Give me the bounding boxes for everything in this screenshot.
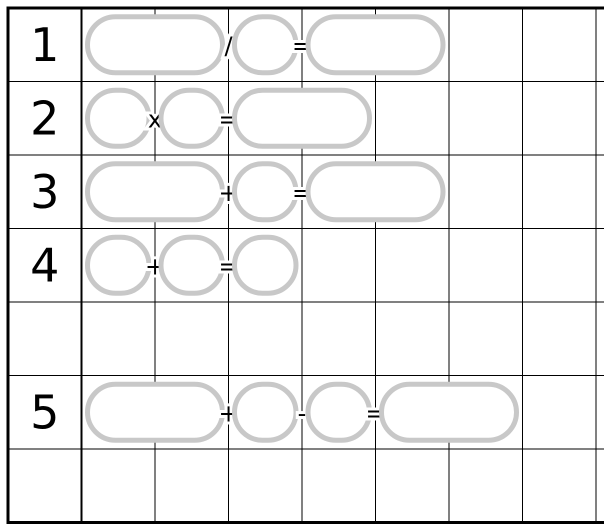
operator-symbol: -: [298, 399, 307, 427]
answer-slot[interactable]: [85, 87, 152, 149]
answer-slot[interactable]: [232, 87, 372, 149]
answer-slot[interactable]: [232, 234, 299, 296]
answer-slot[interactable]: [85, 161, 225, 223]
answer-slot[interactable]: [232, 161, 299, 223]
answer-slot[interactable]: [158, 234, 225, 296]
board-border: [6, 6, 604, 524]
answer-slot[interactable]: [305, 14, 446, 76]
answer-slot[interactable]: [85, 14, 225, 76]
answer-slot[interactable]: [158, 87, 225, 149]
answer-slot[interactable]: [232, 381, 299, 443]
row-number: 5: [30, 385, 59, 439]
row-number: 4: [30, 238, 59, 292]
answer-slot[interactable]: [305, 381, 372, 443]
row-number: 2: [30, 91, 59, 145]
answer-slot[interactable]: [305, 161, 446, 223]
row-number: 1: [30, 18, 59, 72]
answer-slot[interactable]: [85, 234, 152, 296]
answer-slot[interactable]: [379, 381, 519, 443]
answer-slot[interactable]: [85, 381, 225, 443]
answer-slot[interactable]: [232, 14, 299, 76]
row-number: 3: [30, 165, 59, 219]
